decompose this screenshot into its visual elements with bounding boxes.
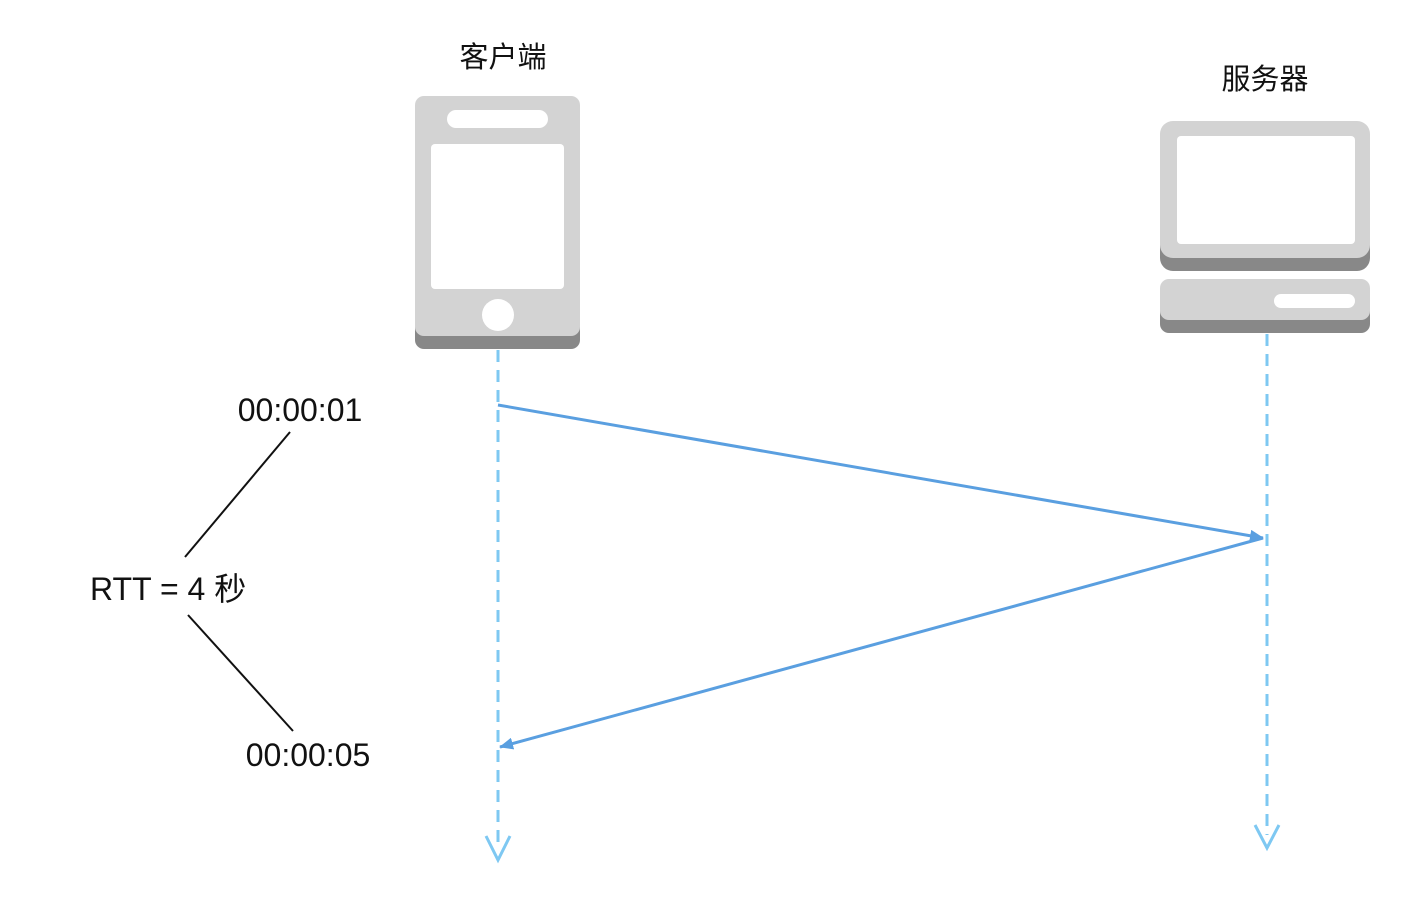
request-arrow bbox=[497, 403, 1264, 542]
client-label: 客户端 bbox=[459, 40, 546, 74]
server-label: 服务器 bbox=[1221, 62, 1308, 96]
rtt-connector-upper bbox=[184, 431, 291, 558]
rtt-connector-lower bbox=[187, 614, 294, 732]
rtt-label: RTT = 4 秒 bbox=[90, 571, 246, 607]
client-lifeline bbox=[484, 350, 512, 864]
response-arrow bbox=[499, 536, 1264, 750]
server-lifeline bbox=[1253, 334, 1281, 852]
receive-timestamp: 00:00:05 bbox=[246, 737, 371, 773]
send-timestamp: 00:00:01 bbox=[238, 392, 363, 428]
desktop-computer-icon bbox=[1160, 121, 1370, 333]
mobile-phone-icon bbox=[415, 96, 580, 349]
